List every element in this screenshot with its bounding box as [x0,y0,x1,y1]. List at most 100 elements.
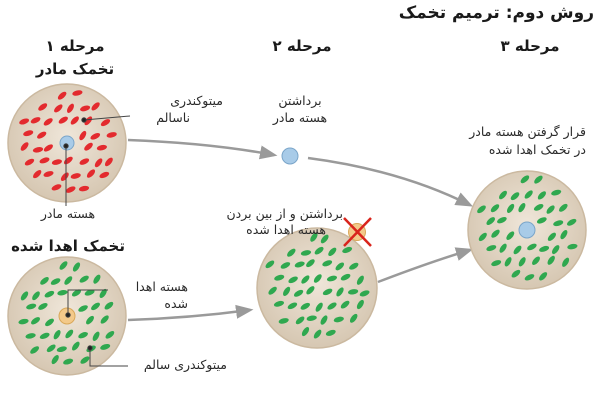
mitochondrion [80,105,91,112]
cytoplasm [256,227,378,349]
mitochondrion [325,329,336,336]
mitochondrion [70,116,79,125]
mitochondrion [532,256,540,265]
mitochondrion [513,245,522,255]
mitochondrion [356,275,364,285]
mitochondrion [99,171,110,179]
mitochondrion [283,286,291,296]
mitochondrion [306,315,317,321]
mitochondrion [91,302,100,311]
mitochondrion [301,327,310,337]
mitochondrion [84,142,93,151]
mitochondrion [106,132,117,138]
mitochondrion [327,302,337,310]
label-extract-mother-nucleus-1: برداشتن [278,93,322,108]
leader-healthy-mito [89,348,128,367]
mitochondrion [91,102,100,111]
mitochondrion [79,158,90,165]
mitochondrion [539,272,548,281]
mitochondrion [551,245,560,255]
mitochondrion [536,217,547,224]
mitochondrion [45,318,54,327]
mitochondrion [26,303,37,310]
nucleus [518,221,536,239]
mitochondrion [38,302,48,310]
mitochondrion [64,276,73,285]
mitochondrion [78,185,90,192]
mitochondrion [506,231,515,240]
mitochondrion [288,276,298,284]
mitochondrion [278,318,289,324]
mitochondrion [340,300,350,309]
mitochondrion [44,290,55,298]
mitochondrion [349,313,358,323]
mitochondrion [567,218,577,226]
mitochondrion [510,192,520,201]
step-1-heading: مرحله ۱ [45,37,105,55]
mitochondrion [33,170,42,179]
mitochondrion [560,229,568,240]
mitochondrion [92,331,100,341]
mitochondrion [551,189,562,196]
mitochondrion [96,144,108,151]
mitochondrion [295,316,305,325]
leader-unhealthy-mito [83,115,131,121]
mitochondrion [56,346,67,353]
mitochondrion [90,133,101,140]
mitochondrion [499,190,507,200]
mitochondrion [65,186,76,193]
mitochondrion [46,344,56,353]
mitochondrion [63,358,74,365]
mitochondrion [273,300,285,307]
mitochondrion [79,275,89,283]
mitochondrion [100,343,111,350]
mitochondrion [314,246,324,255]
mitochondrion [300,250,312,256]
mitochondrion [518,257,526,267]
mitochondrion [335,262,345,271]
mitochondrion [511,269,521,278]
mitochondrion [25,333,36,339]
mitochondrion [491,229,500,238]
mitochondrion [71,341,80,351]
mitochondrion [293,289,304,297]
mitochondrion [84,116,93,126]
mitochondrion [539,245,550,252]
arrow-extract-nucleus [127,138,278,160]
mitochondrion [39,332,50,340]
mitochondrion [80,356,90,364]
mitochondrion [287,302,298,310]
mitochondrion [320,315,328,325]
mitochondrion [51,184,62,191]
mitochondrion [504,257,512,267]
mitochondrion [57,91,67,100]
label-remove-donor-nucleus-1: برداشتن و از بین بردن [226,206,343,221]
label-healthy-mito: میتوکندری سالم [143,357,227,372]
mitochondrion [322,260,333,267]
mitochondrion [67,103,74,113]
mitochondrion [533,204,544,211]
mitochondrion [100,315,109,324]
label-place-nucleus-1: قرار گرفتن هسته مادر [469,124,586,139]
mitochondrion [84,289,95,296]
mitochondrion [326,275,338,282]
mitochondrion [24,158,35,166]
mitochondrion [313,329,322,339]
mitochondrion [86,169,96,178]
mitochondrion [72,90,83,96]
mitochondrion [37,131,47,139]
mitochondrion [328,247,337,256]
mitochondrion [562,257,570,267]
mitochondrion [306,286,315,295]
mitochondrion [486,245,497,252]
leader-dot-nucleus [63,143,69,149]
step-2-heading: مرحله ۲ [272,37,332,55]
mitochondrion [340,273,351,281]
mitochondrion [490,204,500,213]
mitochondrion [105,330,115,339]
mitochondrion [356,299,364,310]
mitochondrion [537,191,547,200]
mitochondrion [71,289,82,297]
label-place-nucleus-2: در تخمک اهدا شده [488,142,586,157]
mitochondrion [23,130,34,137]
